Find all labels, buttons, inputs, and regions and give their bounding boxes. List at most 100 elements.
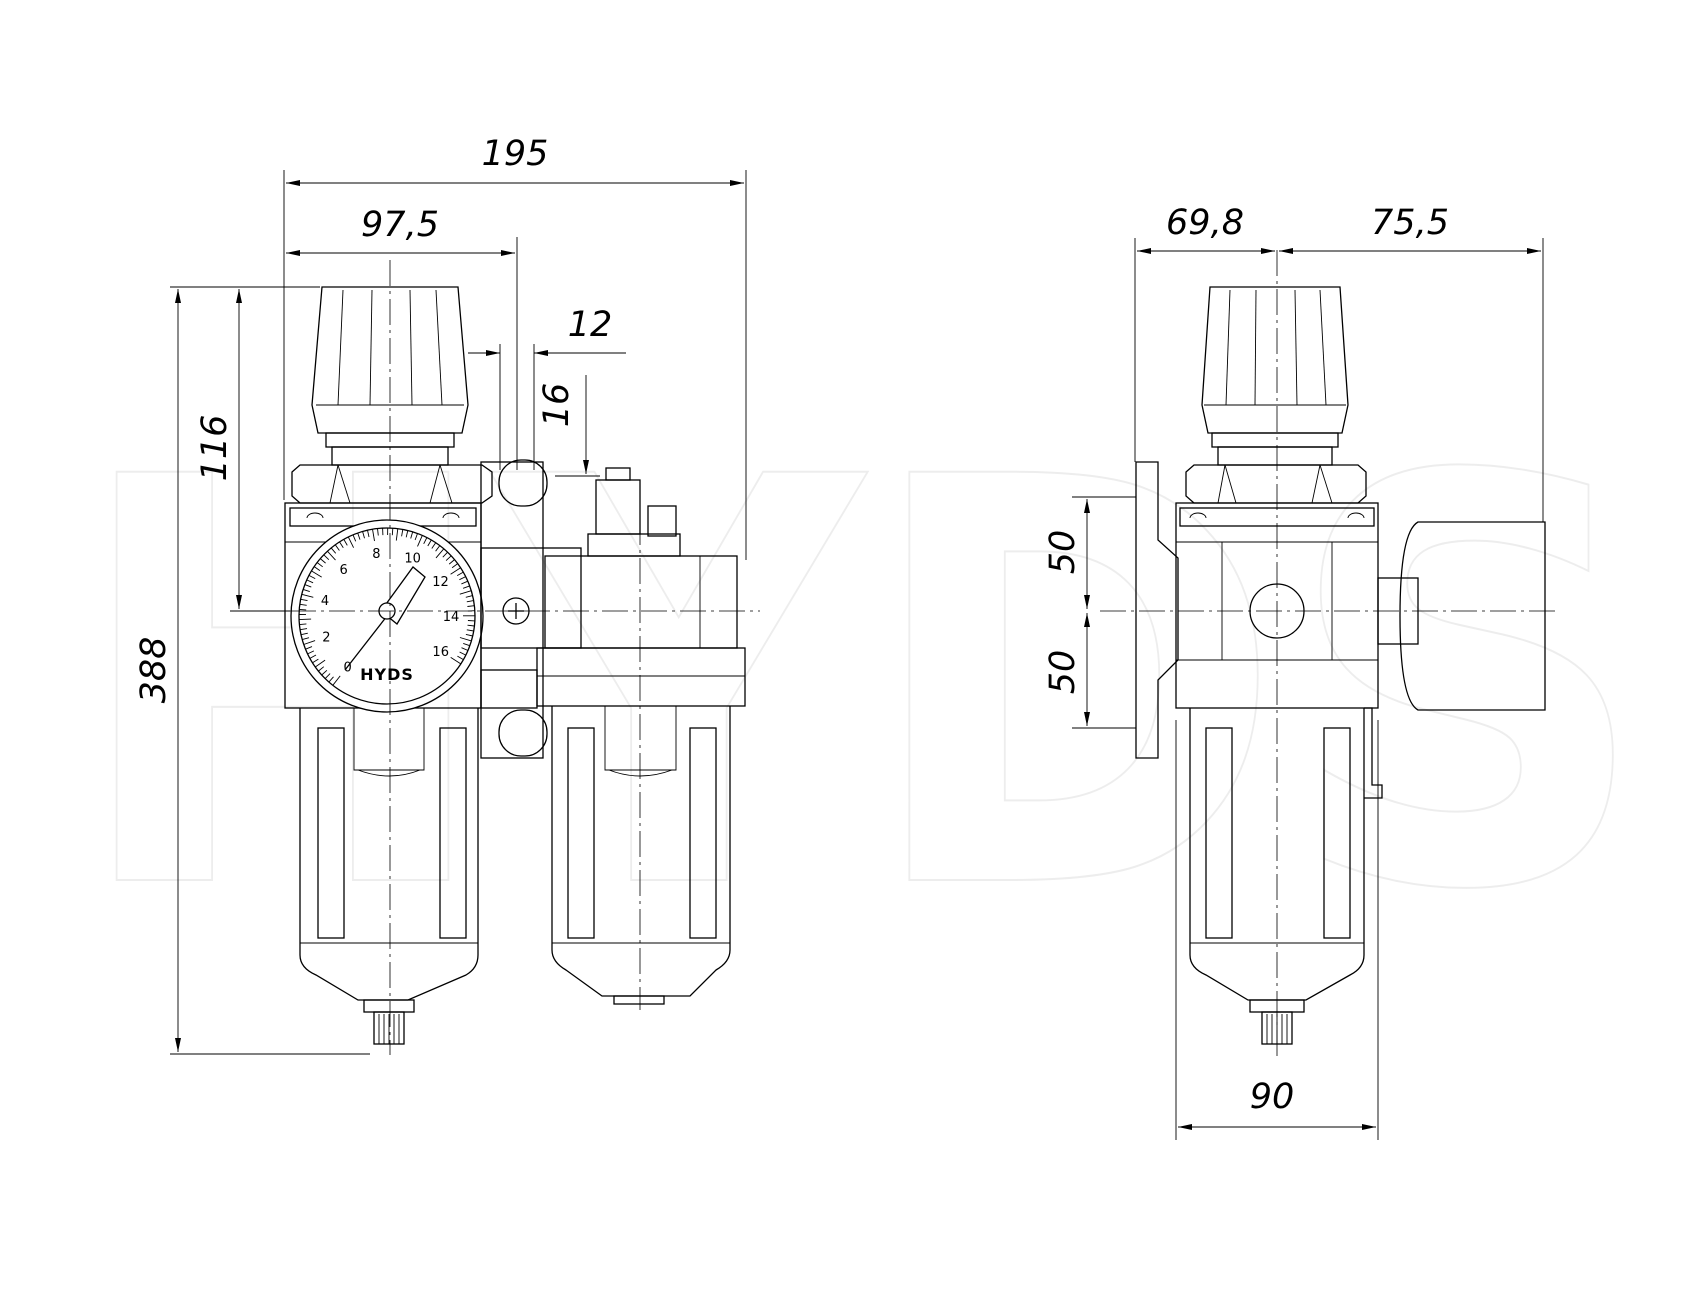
gauge-tick — [332, 675, 341, 686]
gauge-tick — [313, 566, 321, 571]
gauge-tick — [423, 537, 428, 545]
gauge-tick — [334, 544, 340, 551]
gauge-needle — [344, 615, 388, 671]
gauge-tick — [467, 624, 475, 627]
gauge-tick — [330, 547, 337, 554]
gauge-tick — [450, 657, 462, 665]
gauge-tick — [401, 529, 404, 537]
gauge-tick — [343, 539, 348, 546]
gauge-tick — [405, 530, 409, 538]
dim-overall-width: 195 — [482, 134, 549, 174]
gauge-tick — [306, 579, 314, 584]
gauge-brand: HYDS — [360, 665, 414, 684]
dim-overall-height: 388 — [134, 637, 174, 704]
gauge-tick — [395, 528, 399, 541]
dim-upper-mount: 50 — [1043, 530, 1083, 575]
gauge-tick — [302, 637, 310, 641]
gauge-tick — [463, 642, 470, 647]
gauge-tick — [315, 659, 326, 668]
gauge-tick — [457, 655, 464, 660]
gauge-tick — [300, 628, 308, 631]
gauge-tick — [302, 588, 310, 593]
gauge-tick — [301, 593, 314, 598]
lubricator-head — [536, 467, 746, 707]
gauge-needle-head — [380, 566, 426, 625]
gauge-tick — [459, 576, 466, 581]
watermark: HYDS — [70, 361, 1650, 1013]
side-lock-nut — [1185, 464, 1367, 504]
gauge-tick — [316, 562, 323, 568]
gauge-scale-label: 6 — [340, 563, 348, 578]
filter-bowl — [299, 708, 479, 1045]
gauge-tick — [466, 600, 474, 603]
gauge-tick — [367, 530, 370, 538]
gauge-tick — [410, 531, 414, 539]
gauge-tick — [459, 651, 467, 656]
side-view: 69,8 75,5 50 50 90 — [1043, 203, 1560, 1140]
gauge-tick — [362, 531, 365, 539]
gauge-tick — [323, 554, 330, 561]
gauge-tick — [456, 571, 464, 576]
gauge-tick — [321, 669, 328, 676]
gauge-tick — [352, 534, 357, 542]
gauge-tick — [448, 559, 455, 565]
gauge-tick — [357, 532, 361, 540]
dim-axis-height: 116 — [195, 415, 235, 482]
gauge-ticks — [298, 527, 475, 686]
dim-body-width: 90 — [1250, 1077, 1295, 1117]
gauge-scale-label: 8 — [372, 547, 380, 562]
dim-port-drop: 16 — [537, 383, 577, 428]
gauge-tick — [320, 558, 326, 564]
gauge-tick — [391, 528, 394, 536]
gauge-scale-label: 16 — [432, 645, 449, 660]
gauge-tick — [299, 603, 307, 606]
gauge-scale-label: 12 — [432, 575, 449, 590]
gauge-tick — [303, 640, 316, 645]
gauge-tick — [450, 567, 461, 575]
gauge-tick — [465, 595, 473, 598]
gauge-tick — [311, 570, 322, 578]
gauge-tick — [442, 551, 448, 558]
gauge-tick — [466, 629, 474, 632]
gauge-tick — [414, 533, 418, 541]
dim-port-offset: 12 — [568, 305, 613, 345]
gauge-scale-label: 4 — [321, 594, 329, 609]
gauge-tick — [305, 646, 313, 650]
dim-side-left: 69,8 — [1166, 203, 1244, 243]
gauge-tick — [318, 666, 325, 672]
gauge-tick — [300, 598, 308, 602]
gauge-scale-label: 0 — [343, 660, 351, 675]
gauge-tick — [328, 676, 334, 683]
gauge-tick — [324, 673, 331, 679]
gauge-tick — [339, 541, 344, 549]
gauge-tick — [461, 580, 468, 585]
gauge-tick — [377, 528, 379, 536]
gauge-tick — [451, 563, 458, 569]
gauge-tick — [308, 574, 316, 580]
gauge-tick — [300, 632, 308, 636]
gauge-scale-label: 2 — [322, 631, 330, 646]
gauge-tick — [372, 529, 375, 542]
gauge-tick — [431, 542, 437, 549]
gauge-tick — [312, 658, 319, 664]
gauge-scale-label: 14 — [443, 610, 460, 625]
gauge-tick — [459, 590, 472, 595]
gauge-tick — [435, 545, 441, 552]
gauge-tick — [299, 608, 307, 611]
gauge-tick — [299, 618, 312, 621]
gauge-tick — [461, 647, 469, 651]
gauge-tick — [304, 584, 312, 588]
gauge-tick — [309, 654, 317, 659]
dim-lower-mount: 50 — [1043, 650, 1083, 695]
gauge-tick — [465, 633, 473, 637]
gauge-tick — [417, 535, 423, 547]
lock-nut — [291, 464, 493, 504]
gauge-tick — [462, 585, 470, 589]
gauge-tick — [435, 548, 445, 559]
gauge-tick — [427, 539, 432, 547]
gauge-tick — [307, 650, 315, 655]
